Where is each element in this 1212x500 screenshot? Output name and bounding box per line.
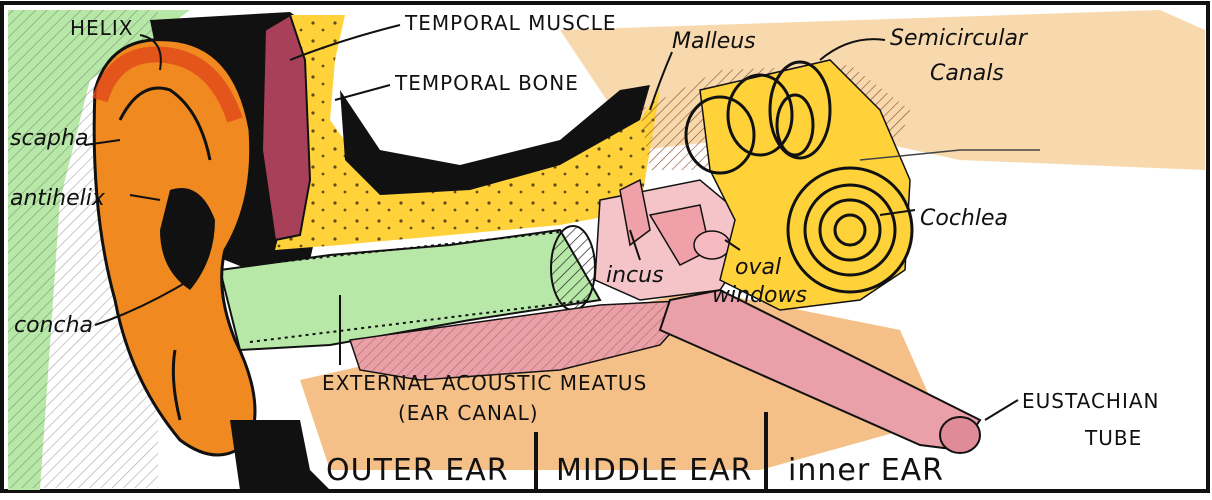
cochlea-spiral <box>788 168 912 292</box>
label-temporal-bone: TEMPORAL BONE <box>394 71 579 95</box>
section-middle-ear: MIDDLE EAR <box>556 453 752 488</box>
label-oval-2: windows <box>712 283 807 308</box>
label-eustachian-2: TUBE <box>1084 426 1142 450</box>
label-malleus: Malleus <box>672 29 756 54</box>
label-concha: concha <box>14 313 93 338</box>
label-semicircular-1: Semicircular <box>890 26 1029 51</box>
label-cochlea: Cochlea <box>920 206 1008 231</box>
label-scapha: scapha <box>10 126 88 151</box>
label-semicircular-2: Canals <box>930 61 1004 86</box>
label-incus: incus <box>606 263 664 288</box>
eardrum <box>551 226 595 310</box>
label-eustachian-1: EUSTACHIAN <box>1022 389 1160 413</box>
oval-window <box>694 231 730 259</box>
label-helix: HELIX <box>70 16 133 40</box>
eustachian-opening <box>940 417 980 453</box>
label-meatus-2: (EAR CANAL) <box>398 401 539 425</box>
label-temporal-muscle: TEMPORAL MUSCLE <box>404 11 617 35</box>
section-inner-ear: inner EAR <box>788 453 944 488</box>
label-meatus-1: EXTERNAL ACOUSTIC MEATUS <box>322 371 647 395</box>
label-antihelix: antihelix <box>10 186 106 211</box>
label-oval-1: oval <box>735 255 781 280</box>
section-outer-ear: OUTER EAR <box>326 453 509 488</box>
